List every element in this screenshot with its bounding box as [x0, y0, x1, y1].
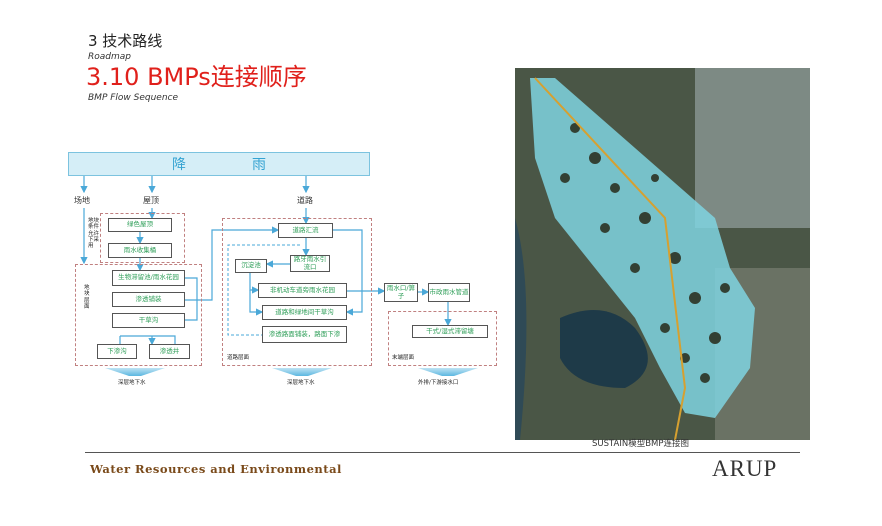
permeable-pavement-box: 渗透铺装: [112, 292, 185, 307]
section-title-en: Roadmap: [88, 52, 131, 62]
end-label: 末端层面: [392, 355, 415, 361]
source-site: 场地: [74, 196, 90, 205]
map-caption: SUSTAIN模型BMP连接图: [592, 439, 690, 449]
output-arrow-icon: [418, 368, 478, 376]
sediment-basin-box: 沉淀池: [235, 259, 267, 273]
storm-inlet-box: 雨水口/箅子: [384, 283, 418, 302]
dry-swale-box: 干草沟: [112, 313, 185, 328]
source-road: 道路: [297, 196, 313, 205]
road-runoff-box: 道路汇流: [278, 223, 333, 238]
road-group: [222, 218, 372, 366]
rain-char-2: 雨: [252, 157, 266, 173]
source-roof: 屋顶: [143, 196, 159, 205]
road-label: 道路层面: [227, 355, 250, 361]
bike-lane-raingarden-box: 非机动车道旁雨水花园: [258, 283, 347, 298]
rain-char-1: 降: [172, 157, 186, 173]
road-swale-box: 道路和绿地间干草沟: [262, 305, 347, 320]
permeable-road-box: 渗透路面铺装，路面下渗: [262, 326, 347, 343]
map-overlay: [515, 68, 810, 440]
output-arrow-icon: [105, 368, 165, 376]
output-arrow-icon: [272, 368, 332, 376]
output-2: 深层地下水: [287, 380, 315, 386]
page-title: 3.10 BMPs连接顺序: [86, 63, 307, 91]
curb-inlet-box: 路牙雨水引流口: [290, 255, 330, 272]
infiltration-well-box: 渗透井: [149, 344, 190, 359]
footer-text: Water Resources and Environmental: [90, 462, 342, 476]
storm-sewer-box: 市政雨水管道: [428, 283, 470, 302]
rainfall-banner: 降 雨: [68, 152, 370, 176]
arup-logo: ARUP: [712, 456, 778, 481]
parcel-group: [75, 264, 202, 366]
green-roof-box: 绿色屋顶: [108, 218, 172, 232]
end-group: [388, 311, 497, 366]
bioretention-box: 生物滞留池/雨水花园: [112, 270, 185, 286]
roof-group: [100, 213, 185, 263]
footer-divider: [85, 452, 800, 453]
satellite-map-image: [515, 68, 810, 440]
output-3: 外排/下游接水口: [418, 380, 459, 386]
infiltration-trench-box: 下渗沟: [97, 344, 137, 359]
roof-note: 地块条件允许下采用: [88, 218, 100, 250]
section-title: 3 技术路线: [88, 32, 163, 50]
detention-pond-box: 干式/湿式滞留塘: [412, 325, 488, 338]
page-subtitle: BMP Flow Sequence: [88, 93, 179, 103]
rain-barrel-box: 雨水收集桶: [108, 243, 172, 258]
output-1: 深层地下水: [118, 380, 146, 386]
parcel-label: 地块层面: [84, 285, 90, 310]
